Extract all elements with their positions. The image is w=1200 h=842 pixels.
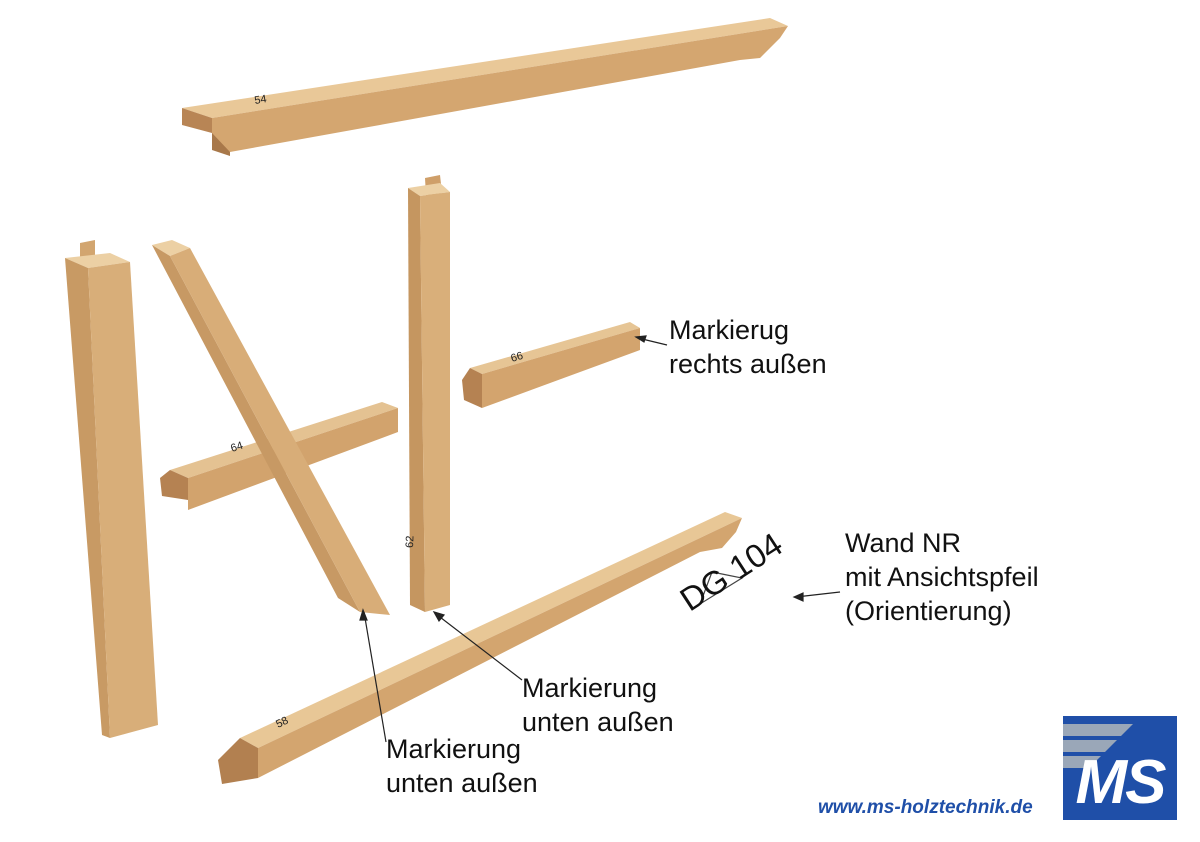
callout-unten1-line2: unten außen	[522, 707, 674, 737]
callout-marking-right-outside: Markierug rechts außen	[669, 313, 827, 381]
arrow-unten2	[359, 608, 368, 621]
left-rail-label: 64	[229, 440, 244, 455]
callout-marking-bottom-outside-2: Markierung unten außen	[386, 732, 538, 800]
arrow-rechts	[634, 335, 647, 343]
callout-rechts-line2: rechts außen	[669, 349, 827, 379]
top-plate-label: 54	[254, 93, 268, 107]
ms-logo	[1063, 716, 1177, 820]
center-post-label: 62	[404, 535, 416, 548]
leader-unten1	[435, 613, 523, 681]
bottom-plate-label: 58	[274, 715, 290, 731]
website-link[interactable]: www.ms-holztechnik.de	[818, 797, 1033, 818]
left-post	[65, 240, 158, 738]
diagonal-brace	[152, 240, 390, 615]
orientation-triangle	[698, 571, 744, 606]
logo-text: MS	[1075, 748, 1167, 817]
leader-unten2	[363, 611, 387, 743]
callout-wand-line3: (Orientierung)	[845, 596, 1012, 626]
callout-wall-number: Wand NR mit Ansichtspfeil (Orientierung)	[845, 526, 1039, 628]
callout-rechts-line1: Markierug	[669, 315, 790, 345]
bottom-plate-beam: 58	[218, 512, 742, 784]
right-rail: 66	[462, 322, 640, 408]
callout-marking-bottom-outside-1: Markierung unten außen	[522, 671, 674, 739]
callout-unten1-line1: Markierung	[522, 673, 658, 703]
callout-unten2-line2: unten außen	[386, 768, 538, 798]
arrow-unten1	[432, 611, 446, 623]
center-post: 62	[404, 175, 450, 612]
top-plate-beam: 54	[182, 18, 788, 156]
arrow-wand	[792, 592, 804, 602]
leader-lines	[359, 335, 841, 743]
callout-wand-line1: Wand NR	[845, 528, 962, 558]
callout-wand-line2: mit Ansichtspfeil	[845, 562, 1039, 592]
right-rail-label: 66	[509, 350, 524, 365]
callout-unten2-line1: Markierung	[386, 734, 522, 764]
